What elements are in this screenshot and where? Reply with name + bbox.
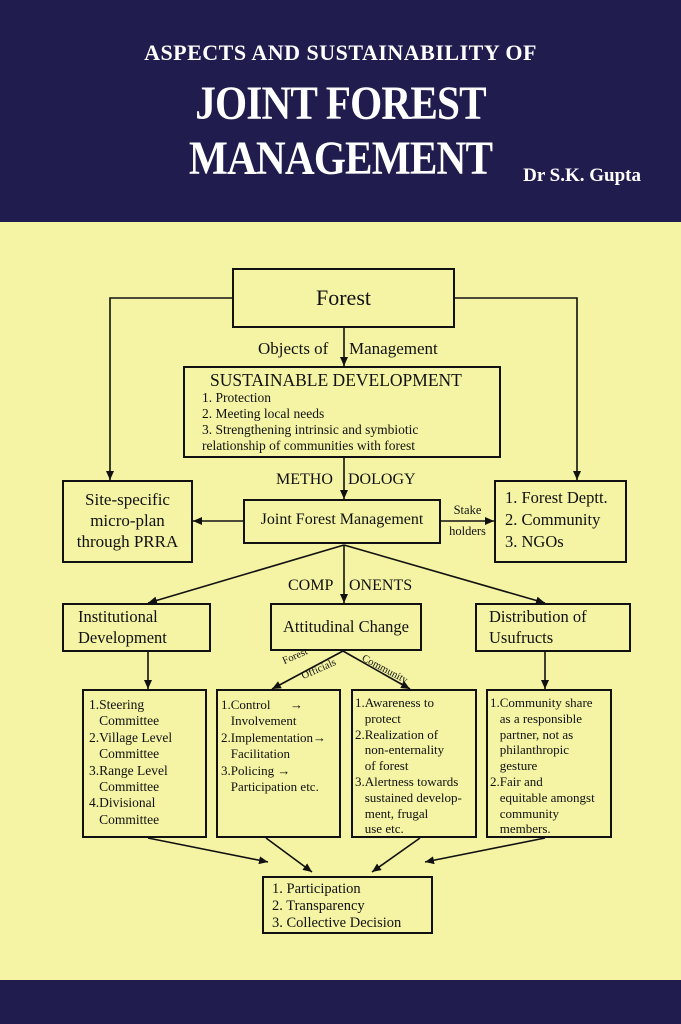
site-specific-line: through PRRA bbox=[76, 532, 179, 551]
distribution-line: Usufructs bbox=[489, 628, 554, 647]
stakeholder-item: 1. Forest Deptt. bbox=[505, 488, 608, 507]
stakeholders-label: holders bbox=[449, 524, 486, 538]
components-label-left: COMP bbox=[288, 577, 334, 594]
forest-box bbox=[232, 268, 455, 328]
cover-author: Dr S.K. Gupta bbox=[523, 165, 641, 186]
sd-item: 2. Meeting local needs bbox=[202, 406, 325, 421]
outcome-item: 3. Collective Decision bbox=[272, 915, 402, 931]
awareness-list: 1.Awareness to protect 2.Realization of … bbox=[355, 695, 462, 837]
cover-header-band: ASPECTS AND SUSTAINABILITY OF JOINT FORE… bbox=[0, 0, 681, 222]
sd-item: 3. Strengthening intrinsic and symbiotic bbox=[202, 422, 419, 437]
outcome-item: 1. Participation bbox=[272, 881, 361, 897]
stakeholder-item: 3. NGOs bbox=[505, 532, 564, 551]
stakeholder-item: 2. Community bbox=[505, 510, 601, 529]
components-label-right: ONENTS bbox=[349, 577, 413, 594]
institutional-line: Institutional bbox=[78, 607, 158, 626]
cover-subtitle: ASPECTS AND SUSTAINABILITY OF bbox=[144, 40, 537, 65]
sustainable-development-box bbox=[183, 366, 501, 458]
site-specific-line: micro-plan bbox=[90, 511, 165, 530]
site-specific-box bbox=[62, 480, 193, 563]
sd-item: relationship of communities with forest bbox=[202, 438, 415, 453]
objects-of-label: Objects of bbox=[258, 339, 329, 358]
institutional-development-box bbox=[62, 603, 211, 652]
outcome-item: 2. Transparency bbox=[272, 898, 365, 914]
sd-title: SUSTAINABLE DEVELOPMENT bbox=[210, 370, 462, 390]
site-specific-line: Site-specific bbox=[85, 490, 170, 509]
jfm-box bbox=[243, 499, 441, 544]
sd-item: 1. Protection bbox=[202, 390, 271, 405]
stakeholder-list-box bbox=[494, 480, 627, 563]
institutional-line: Development bbox=[78, 628, 167, 647]
stakeholders-label: Stake bbox=[453, 503, 482, 517]
committees-box bbox=[82, 689, 207, 838]
community-share-box bbox=[486, 689, 612, 838]
awareness-box bbox=[351, 689, 477, 838]
cover-title: JOINT FOREST MANAGEMENT bbox=[188, 77, 493, 185]
committees-list: 1.Steering Committee 2.Village Level Com… bbox=[89, 697, 173, 827]
distribution-usufructs-box bbox=[475, 603, 631, 652]
cover-footer-band bbox=[0, 980, 681, 1024]
management-label: Management bbox=[349, 339, 438, 358]
methodology-label-left: METHO bbox=[276, 471, 333, 488]
methodology-label-right: DOLOGY bbox=[348, 471, 416, 488]
jfm-label: Joint Forest Management bbox=[260, 511, 424, 528]
distribution-line: Distribution of bbox=[489, 607, 587, 626]
control-box bbox=[216, 689, 341, 838]
forest-label: Forest bbox=[316, 285, 371, 310]
attitudinal-change-box bbox=[270, 603, 422, 651]
attitudinal-label: Attitudinal Change bbox=[282, 617, 410, 636]
outcomes-box bbox=[262, 876, 433, 934]
community-share-list: 1.Community share as a responsible partn… bbox=[490, 695, 595, 837]
control-list: 1.Control → Involvement 2.Implementation… bbox=[221, 697, 327, 795]
